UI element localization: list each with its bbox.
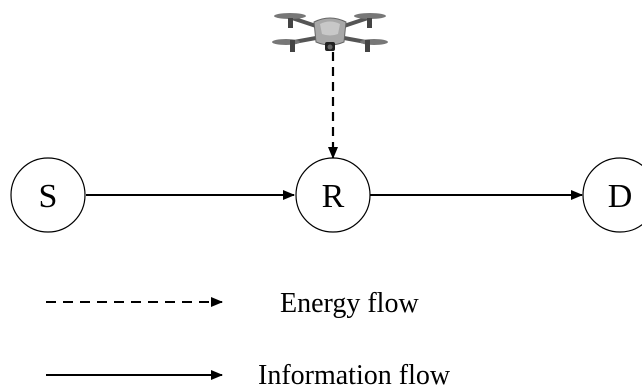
node-r: R: [295, 157, 371, 233]
legend-information-label: Information flow: [258, 360, 451, 389]
node-d-label: D: [608, 178, 633, 215]
node-d: D: [582, 157, 642, 233]
node-r-label: R: [322, 178, 345, 215]
drone-icon: [272, 13, 388, 52]
legend: Energy flow Information flow: [46, 288, 451, 389]
node-s-label: S: [39, 178, 58, 215]
legend-energy-label: Energy flow: [280, 288, 419, 319]
node-s: S: [10, 157, 86, 233]
